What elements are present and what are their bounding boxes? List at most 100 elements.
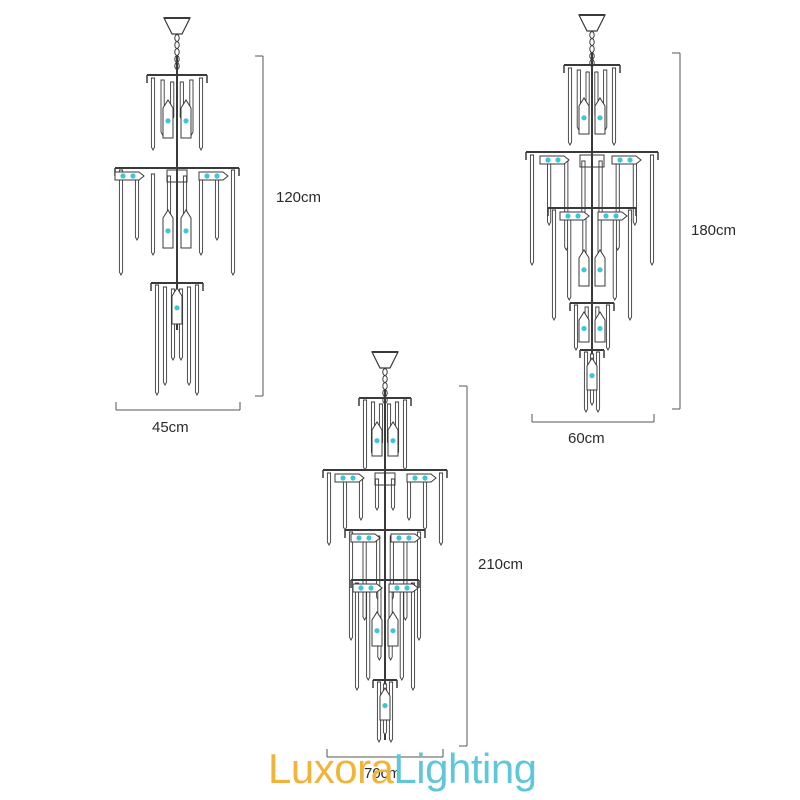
crystal-rod-outline [374,478,380,511]
light-holder-accent [575,213,581,219]
width-dimension-small [115,402,241,411]
bulb [594,311,606,343]
height-label-small: 120cm [276,189,322,206]
crystal-rod [422,474,428,531]
crystal-rod [567,67,573,146]
crystal-rod-outline [406,476,412,521]
tier-arm [579,349,605,358]
crystal-rod [198,173,204,256]
light-holder-accent [204,173,210,179]
light-holder-accent [565,213,571,219]
crystal-rod [529,154,535,266]
bulb-accent [183,228,189,234]
tier-arm [150,282,204,291]
crystal-rod [326,472,332,546]
bulb [379,687,391,721]
crystal-rod [366,584,371,681]
crystal-rod-outline [403,533,408,621]
light-holder-accent [130,173,136,179]
chain-link [382,368,388,376]
canopy-shape [163,17,191,35]
crystal-rod [605,304,611,351]
crystal-rod [150,173,156,256]
light-holder [388,583,419,593]
bulb-accent [183,118,189,124]
crystal-rod-outline [362,399,368,471]
crystal-rod [194,284,200,396]
height-label-large: 210cm [478,556,524,573]
crystal-rod-outline [529,154,535,266]
light-holder [198,171,229,181]
crystal-rod [374,478,380,511]
chandelier-small [114,17,240,396]
light-holder [597,211,628,221]
brand-watermark-part1: Luxora [268,745,394,792]
tier-arm [569,302,615,311]
crystal-rod [214,171,220,241]
dimension-lines [115,52,681,758]
crystal-rod [399,584,404,681]
width-dimension-large [326,749,444,758]
crystal-rod [649,154,655,266]
width-label-small: 45cm [152,419,189,436]
crystal-rod [134,171,140,241]
crystal-rod-outline [342,474,348,531]
crystal-rod [230,169,236,276]
crystal-rod-outline [612,211,617,301]
bulb-accent [597,115,603,121]
crystal-rod-outline [198,173,204,256]
crystal-rod-outline [567,211,572,301]
crystal-rod-outline [573,304,579,351]
bulb-accent [165,118,171,124]
crystal-rod-outline [366,584,371,681]
light-holder [114,171,145,181]
crystal-rod [402,399,408,471]
light-holder [350,533,381,543]
tier-wide [322,469,448,546]
light-holder-accent [603,213,609,219]
crystal-rod-outline [611,67,617,146]
canopy-shape [371,351,399,369]
bulb [387,611,399,647]
bulb [578,97,590,135]
crystal-rod [612,211,617,301]
tier-middle [525,151,659,266]
bulb-accent [390,628,396,634]
crystal-rod-outline [358,476,364,521]
tier-arm [563,64,621,73]
crystal-rod [567,211,572,301]
light-holder-accent [368,585,374,591]
chain-link [589,31,595,39]
bulb-accent [374,628,380,634]
chain-link [589,38,595,46]
bulb-accent [174,305,180,311]
crystal-rod [186,286,192,386]
bulb [578,249,590,287]
tier-arm [547,207,637,216]
crystal-rod-outline [150,173,156,256]
crystal-rod-outline [649,154,655,266]
height-dimension-medium [672,52,681,410]
tier-arm [322,469,448,478]
crystal-rod-outline [154,284,160,396]
light-holder-accent [350,475,356,481]
light-holder [559,211,590,221]
light-holder-accent [356,535,362,541]
crystal-rod [162,286,168,386]
crystal-rod-outline [134,171,140,241]
light-holder-accent [613,213,619,219]
width-dimension-medium [531,414,655,423]
light-holder-accent [412,475,418,481]
bulb [594,249,606,287]
crystal-rod-outline [390,478,396,511]
bulb-accent [581,325,587,332]
crystal-rod [358,476,364,521]
chain-link [174,34,180,42]
tier-lower [547,207,637,321]
crystal-rod-outline [402,399,408,471]
hub-box [579,154,605,168]
height-dimension-small [255,55,264,397]
hub-box [166,169,188,183]
crystal-rod-outline [410,582,416,691]
light-holder-accent [396,535,402,541]
